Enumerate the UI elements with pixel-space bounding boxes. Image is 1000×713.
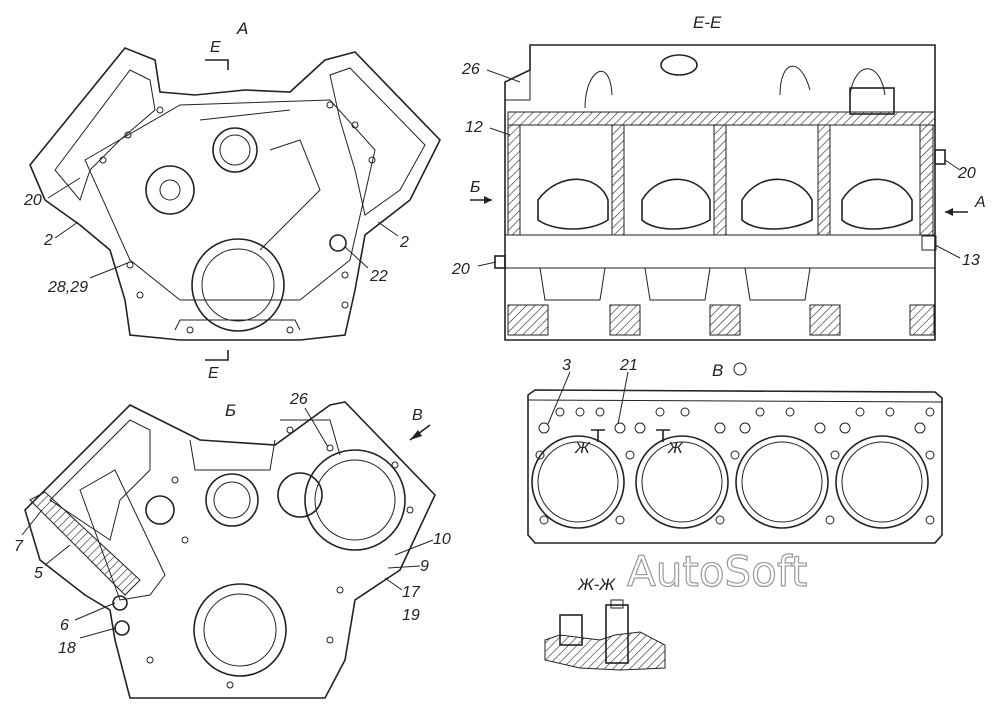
callout-section-13: 13 xyxy=(962,252,980,269)
gasket-view: В 3 21 Ж Ж xyxy=(527,357,943,544)
watermark: AutoSoft xyxy=(627,547,807,596)
detail-mark-left: Ж xyxy=(574,440,591,457)
callout-rear-9: 9 xyxy=(420,558,429,575)
section-arrow-left-label: Б xyxy=(470,179,480,196)
callout-rear-v: В xyxy=(412,407,423,424)
detail-view-title: Ж-Ж xyxy=(577,575,616,594)
callout-gasket-21: 21 xyxy=(619,357,638,374)
rear-view-title: Б xyxy=(225,401,236,420)
callout-section-20-left: 20 xyxy=(451,261,470,278)
detail-view: Ж-Ж xyxy=(544,575,666,671)
gasket-holes xyxy=(535,407,935,525)
callout-front-20: 20 xyxy=(23,192,42,209)
section-view-title: Е-Е xyxy=(693,13,722,32)
callout-section-12: 12 xyxy=(465,119,483,136)
callout-front-28-29: 28,29 xyxy=(47,279,88,296)
callout-front-22: 22 xyxy=(369,268,388,285)
callout-rear-7: 7 xyxy=(14,538,24,555)
section-mark-bottom: Е xyxy=(208,365,219,382)
callout-section-26: 26 xyxy=(461,61,480,78)
callout-section-20-right: 20 xyxy=(957,165,976,182)
callout-rear-10: 10 xyxy=(433,531,451,548)
gasket-bores xyxy=(531,435,929,529)
callout-front-2-left: 2 xyxy=(43,232,53,249)
callout-rear-6: 6 xyxy=(60,617,69,634)
section-mark-top: Е xyxy=(210,39,221,56)
detail-mark-right: Ж xyxy=(667,440,684,457)
callout-gasket-3: 3 xyxy=(562,357,571,374)
callout-rear-19: 19 xyxy=(402,607,420,624)
gasket-view-title: В xyxy=(712,361,723,380)
callout-rear-26: 26 xyxy=(289,391,308,408)
front-view-title: А xyxy=(236,19,248,38)
callout-rear-17: 17 xyxy=(402,584,421,601)
rear-view: Б 26 В 7 5 6 18 10 9 17 19 xyxy=(14,391,451,699)
callout-front-2-right: 2 xyxy=(399,234,409,251)
front-view: А Е Е 20 2 28,29 22 2 xyxy=(23,19,441,382)
callout-rear-5: 5 xyxy=(34,565,43,582)
callout-rear-18: 18 xyxy=(58,640,76,657)
section-arrow-right-label: А xyxy=(974,194,986,211)
section-view: Е-Е 26 12 Б 20 А 20 13 xyxy=(451,13,986,341)
